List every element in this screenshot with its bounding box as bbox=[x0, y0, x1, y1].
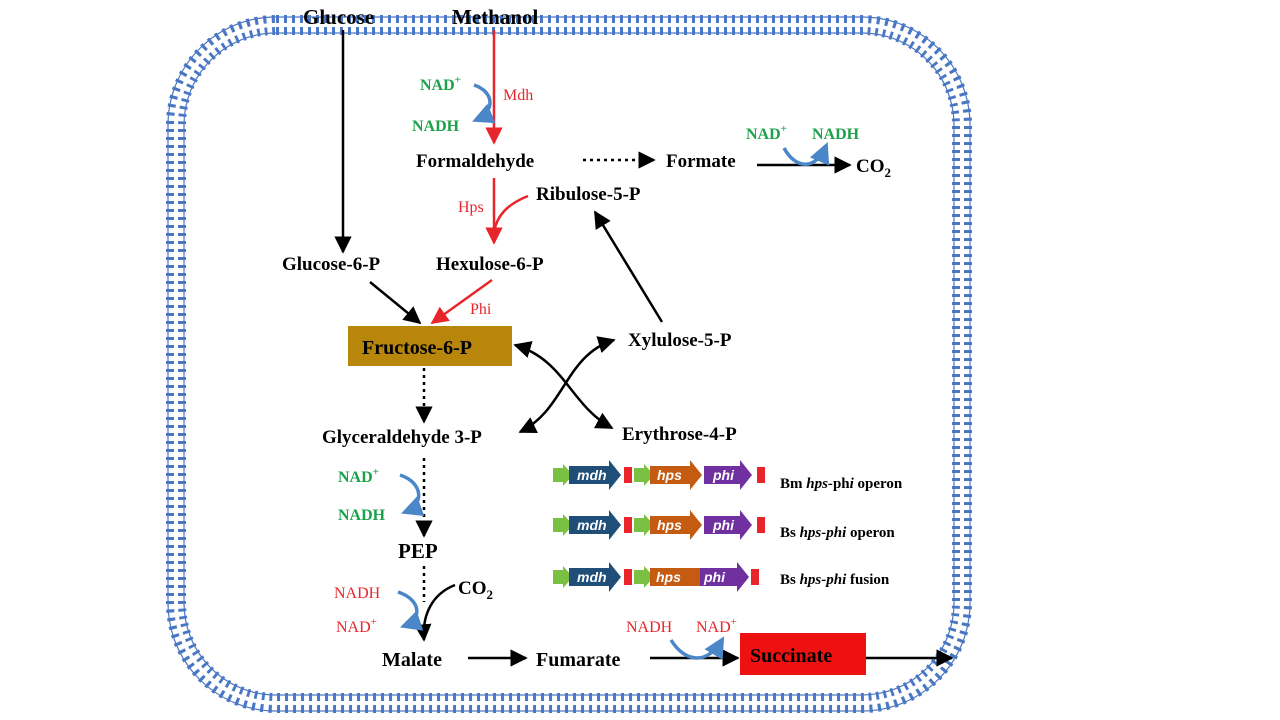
arrow-x5p-to-r5p bbox=[593, 210, 664, 323]
glucose-label: Glucose bbox=[303, 5, 374, 29]
plus-superscript: + bbox=[371, 616, 377, 628]
hps-gene-label: hps bbox=[657, 517, 682, 533]
co2-subscript: 2 bbox=[885, 165, 892, 180]
mdh-gene-label: mdh bbox=[577, 467, 607, 483]
hps-gene-label: hps bbox=[657, 467, 682, 483]
promoter-icon bbox=[553, 464, 573, 486]
phi-fusion-segment bbox=[700, 562, 749, 592]
phi-gene-label: phi bbox=[712, 467, 735, 483]
engineered-pathway-arrows bbox=[430, 30, 529, 325]
cell-membrane bbox=[166, 15, 972, 713]
operon-label-fusion: Bs hps-phi fusion bbox=[780, 572, 890, 588]
promoter-icon bbox=[553, 514, 573, 536]
co2-text: CO bbox=[856, 156, 885, 177]
curve-malate-cofactor bbox=[397, 590, 424, 631]
nadh-succinate: NADH bbox=[626, 619, 673, 636]
nad-plus-g3p: NAD+ bbox=[338, 466, 379, 486]
hps-enzyme-label: Hps bbox=[458, 199, 484, 216]
cofactor-curves bbox=[397, 83, 830, 660]
pep-label: PEP bbox=[398, 539, 438, 563]
mdh-gene bbox=[569, 562, 621, 592]
plus-superscript: + bbox=[455, 74, 461, 86]
formaldehyde-label: Formaldehyde bbox=[416, 151, 534, 172]
promoter-icon bbox=[553, 566, 573, 588]
phi-enzyme-label: Phi bbox=[470, 301, 492, 318]
plus-superscript: + bbox=[731, 616, 737, 628]
nad-text: NAD bbox=[696, 619, 731, 636]
operon-label-bs: Bs hps-phi operon bbox=[780, 525, 895, 541]
nad-plus-formate: NAD+ bbox=[746, 123, 787, 143]
hps-gene bbox=[650, 510, 702, 540]
fructose-6-p-box bbox=[348, 326, 512, 366]
nadh-mdh: NADH bbox=[412, 118, 460, 135]
curve-g3p-cofactor bbox=[399, 473, 425, 517]
phi-gene-label: phi bbox=[712, 517, 735, 533]
promoter-icon bbox=[634, 514, 654, 536]
co2-label: CO2 bbox=[856, 156, 891, 180]
arrow-ribulose-into-hps bbox=[492, 194, 529, 233]
fructose-6-p-label: Fructose-6-P bbox=[362, 337, 472, 359]
phi-gene bbox=[704, 460, 752, 490]
nad-text: NAD bbox=[420, 77, 455, 94]
nad-text: NAD bbox=[746, 126, 781, 143]
ribulose-5-p-label: Ribulose-5-P bbox=[536, 184, 641, 205]
fumarate-label: Fumarate bbox=[536, 649, 621, 671]
nad-plus-succinate: NAD+ bbox=[696, 616, 737, 636]
succinate-label: Succinate bbox=[750, 645, 832, 667]
promoter-icon bbox=[634, 464, 654, 486]
malate-label: Malate bbox=[382, 649, 442, 671]
hexulose-6-p-label: Hexulose-6-P bbox=[436, 254, 544, 275]
mdh-gene bbox=[569, 460, 621, 490]
arrow-g6p-to-f6p bbox=[369, 281, 422, 325]
nadh-g3p: NADH bbox=[338, 507, 386, 524]
curve-succinate-cofactor bbox=[669, 636, 725, 660]
nad-plus-mdh: NAD+ bbox=[420, 74, 461, 94]
terminator-icon bbox=[624, 569, 632, 585]
operon-row-bm: mdh hps phi bbox=[553, 460, 765, 490]
co2-b-text: CO bbox=[458, 578, 487, 599]
hps-fusion-segment bbox=[650, 568, 700, 586]
erythrose-4-p-label: Erythrose-4-P bbox=[622, 424, 737, 445]
arrow-co2-to-malate bbox=[414, 583, 456, 642]
mdh-gene bbox=[569, 510, 621, 540]
glucose-6-p-label: Glucose-6-P bbox=[282, 254, 381, 275]
glyceraldehyde-3-p-label: Glyceraldehyde 3-P bbox=[322, 427, 482, 448]
terminator-icon bbox=[751, 569, 759, 585]
terminator-icon bbox=[757, 517, 765, 533]
arrow-hexulose-to-f6p bbox=[430, 278, 493, 325]
terminator-icon bbox=[624, 517, 632, 533]
nadh-formate: NADH bbox=[812, 126, 860, 143]
terminator-icon bbox=[757, 467, 765, 483]
co2-malate-label: CO2 bbox=[458, 578, 493, 602]
plus-superscript: + bbox=[373, 466, 379, 478]
phi-gene bbox=[704, 510, 752, 540]
nad-plus-malate: NAD+ bbox=[336, 616, 377, 636]
co2-b-subscript: 2 bbox=[487, 587, 494, 602]
operon-row-bs: mdh hps phi bbox=[553, 510, 765, 540]
phi-gene-label: phi bbox=[703, 569, 726, 585]
arrow-g3p-to-x5p bbox=[518, 336, 616, 434]
nad-text: NAD bbox=[338, 469, 373, 486]
curve-formate-cofactor bbox=[782, 142, 830, 166]
terminator-icon bbox=[624, 467, 632, 483]
plus-superscript: + bbox=[781, 123, 787, 135]
xylulose-5-p-label: Xylulose-5-P bbox=[628, 330, 732, 351]
succinate-box bbox=[740, 633, 866, 675]
mdh-gene-label: mdh bbox=[577, 569, 607, 585]
methanol-label: Methanol bbox=[452, 5, 538, 29]
curve-mdh-cofactor bbox=[472, 83, 496, 124]
mdh-gene-label: mdh bbox=[577, 517, 607, 533]
nad-text: NAD bbox=[336, 619, 371, 636]
formate-label: Formate bbox=[666, 151, 736, 172]
hps-gene bbox=[650, 460, 702, 490]
operon-row-fusion: mdh hps phi bbox=[553, 562, 759, 592]
mdh-enzyme-label: Mdh bbox=[503, 87, 533, 104]
promoter-icon bbox=[634, 566, 654, 588]
hps-gene-label: hps bbox=[656, 569, 681, 585]
operon-constructs: mdh hps phi mdh hps phi mdh bbox=[553, 460, 903, 592]
operon-label-bm: Bm hps-phi operon bbox=[780, 476, 903, 492]
nadh-malate: NADH bbox=[334, 585, 381, 602]
